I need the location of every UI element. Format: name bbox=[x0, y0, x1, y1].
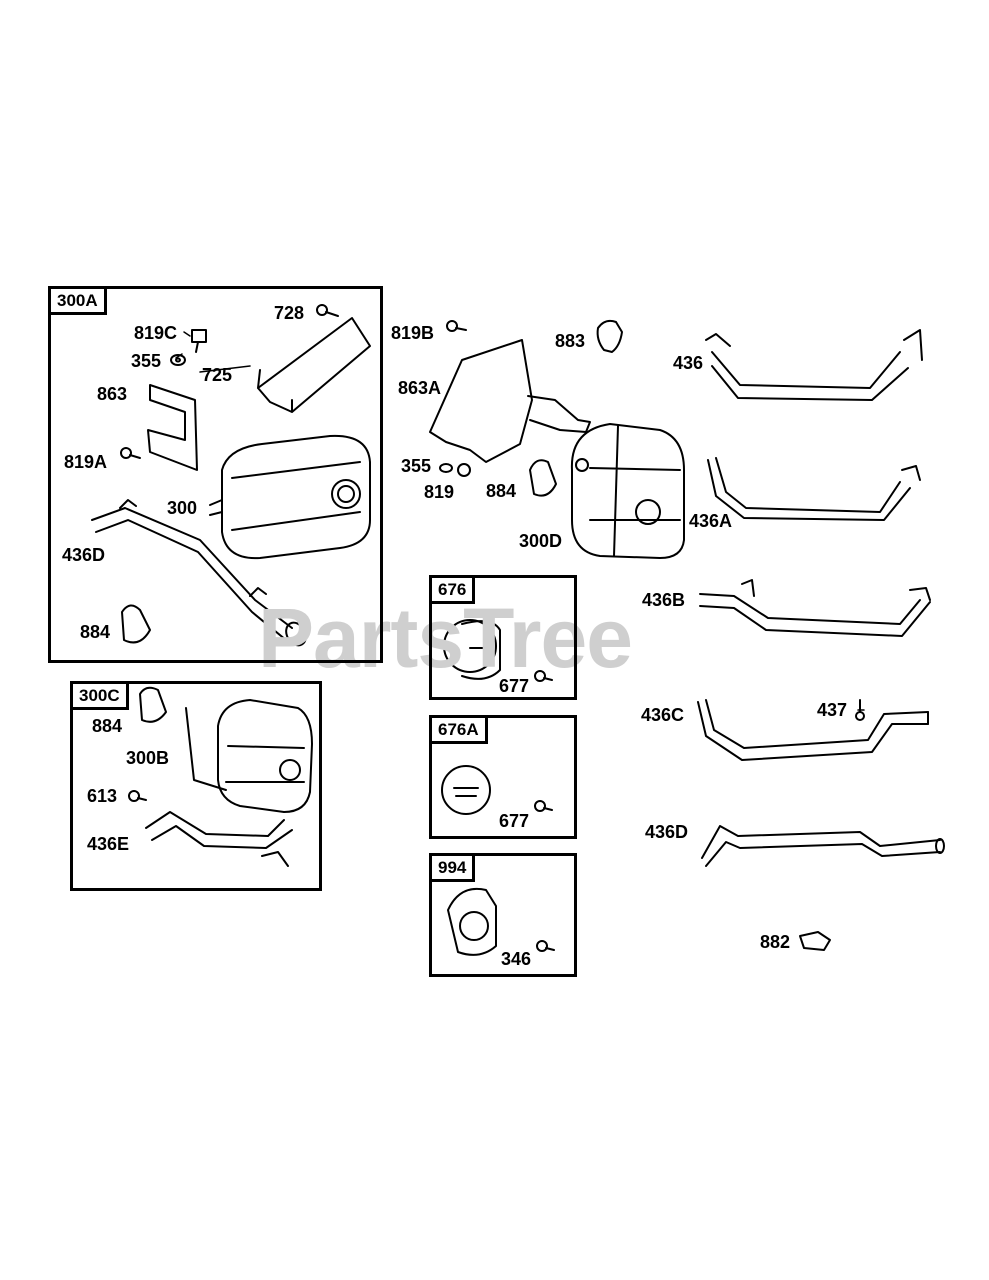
screw-677-b bbox=[534, 800, 553, 812]
group-tag-300a: 300A bbox=[51, 289, 107, 315]
part-label-819a: 819A bbox=[64, 452, 108, 472]
screw-677-a bbox=[534, 670, 553, 682]
part-label-819: 819 bbox=[424, 482, 455, 502]
clamp-884-a bbox=[121, 604, 151, 644]
part-label-436d-a: 436D bbox=[62, 545, 106, 565]
part-label-677-a: 677 bbox=[499, 676, 530, 696]
group-tag-300c: 300C bbox=[73, 684, 129, 710]
group-box-994: 994 bbox=[429, 853, 577, 977]
part-label-436e: 436E bbox=[87, 834, 130, 854]
clamp-884-c bbox=[139, 686, 167, 723]
part-label-355-b: 355 bbox=[401, 456, 432, 476]
part-label-882: 882 bbox=[760, 932, 791, 952]
heat-shield-725 bbox=[257, 317, 371, 413]
gasket-882 bbox=[799, 931, 831, 951]
muffler-300d bbox=[570, 423, 685, 559]
part-label-863: 863 bbox=[97, 384, 128, 404]
group-tag-676: 676 bbox=[432, 578, 476, 604]
part-label-725: 725 bbox=[202, 365, 233, 385]
part-label-300b: 300B bbox=[126, 748, 170, 768]
bolt-819c bbox=[191, 329, 207, 353]
cover-676 bbox=[443, 619, 501, 680]
part-label-819c: 819C bbox=[134, 323, 178, 343]
pipe-436e bbox=[145, 811, 293, 867]
part-label-346: 346 bbox=[501, 949, 532, 969]
muffler-300b bbox=[185, 699, 313, 813]
part-label-436: 436 bbox=[673, 353, 704, 373]
part-label-884-a: 884 bbox=[80, 622, 111, 642]
part-label-436b: 436B bbox=[642, 590, 686, 610]
part-label-677-b: 677 bbox=[499, 811, 530, 831]
part-label-355-a: 355 bbox=[131, 351, 162, 371]
washer-355-b bbox=[439, 463, 453, 473]
pipe-436b bbox=[699, 593, 931, 637]
pipe-436d-a bbox=[91, 507, 293, 641]
part-label-436a: 436A bbox=[689, 511, 733, 531]
part-label-728: 728 bbox=[274, 303, 305, 323]
cover-994 bbox=[447, 888, 497, 956]
screw-819b bbox=[446, 320, 467, 332]
pipe-436c bbox=[697, 699, 929, 761]
nut-819 bbox=[457, 463, 471, 477]
screw-728 bbox=[316, 304, 339, 317]
part-label-819b: 819B bbox=[391, 323, 435, 343]
group-box-300c: 300C bbox=[70, 681, 322, 891]
group-box-676a: 676A bbox=[429, 715, 577, 839]
watermark: PartsTree bbox=[258, 591, 633, 685]
part-label-436d-b: 436D bbox=[645, 822, 689, 842]
leader-lines bbox=[175, 331, 865, 711]
pipe-436d-a-end bbox=[285, 621, 307, 647]
group-tag-994: 994 bbox=[432, 856, 476, 882]
washer-355-a bbox=[170, 354, 186, 366]
part-label-884-c: 884 bbox=[92, 716, 123, 736]
group-box-300a: 300A bbox=[48, 286, 383, 663]
cover-676a bbox=[441, 765, 491, 815]
bracket-863a bbox=[429, 339, 533, 463]
part-label-300: 300 bbox=[167, 498, 198, 518]
group-box-676: 676 bbox=[429, 575, 577, 700]
gasket-883 bbox=[596, 319, 623, 353]
part-label-436c: 436C bbox=[641, 705, 685, 725]
pipe-436d-b bbox=[701, 825, 941, 867]
part-label-883: 883 bbox=[555, 331, 586, 351]
part-label-884-b: 884 bbox=[486, 481, 517, 501]
screw-613 bbox=[128, 790, 147, 802]
bracket-863 bbox=[147, 384, 198, 471]
clamp-884-b bbox=[529, 459, 557, 497]
muffler-300 bbox=[209, 434, 371, 560]
group-tag-676a: 676A bbox=[432, 718, 488, 744]
part-label-437: 437 bbox=[817, 700, 848, 720]
pipe-436 bbox=[711, 351, 909, 401]
screw-346 bbox=[536, 940, 555, 952]
screw-819a bbox=[120, 447, 141, 459]
part-label-863a: 863A bbox=[398, 378, 442, 398]
part-label-613: 613 bbox=[87, 786, 118, 806]
pipe-436a bbox=[707, 457, 911, 521]
part-label-300d: 300D bbox=[519, 531, 563, 551]
